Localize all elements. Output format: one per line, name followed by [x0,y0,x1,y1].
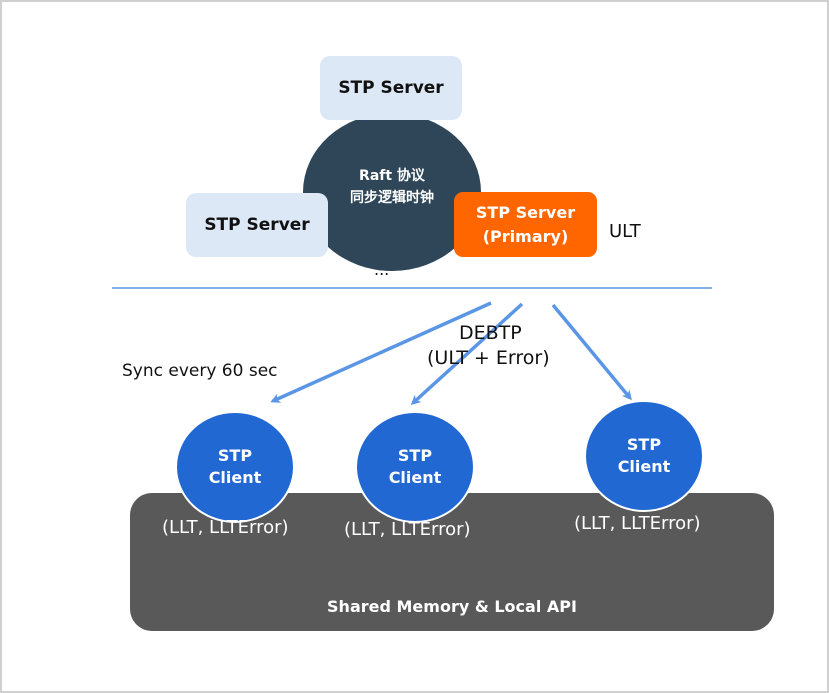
stp-client-1-line1: STP [217,446,253,465]
more-servers-ellipsis: ... [374,260,390,279]
stp-server-primary-label: STP Server [475,202,576,222]
stp-client-3-line1: STP [626,435,662,454]
logical-clock-sync-label: 同步逻辑时钟 [350,190,434,206]
stp-client-1-line2: Client [208,468,262,487]
stp-server-left-label: STP Server [204,215,310,235]
stp-client-3-line2: Client [617,457,671,476]
debtp-protocol-label: DEBTP [459,322,522,344]
stp-server-primary-role: (Primary) [482,226,569,246]
debtp-payload-label: (ULT + Error) [427,347,550,369]
stp-server-left: STP Server [186,193,328,257]
raft-consensus-circle: Raft 协议 同步逻辑时钟 [303,113,481,271]
stp-client-2-line1: STP [397,446,433,465]
arrow-to-client-1 [270,301,492,403]
stp-client-3: STP Client [584,400,704,512]
arrow-to-client-2 [410,302,524,406]
stp-client-2-value: (LLT, LLTError) [344,519,471,540]
raft-protocol-label: Raft 协议 [359,168,425,184]
ult-label: ULT [609,221,641,242]
stp-client-2: STP Client [355,411,475,523]
stp-client-1: STP Client [175,411,295,523]
stp-server-primary: STP Server (Primary) [454,192,597,257]
stp-client-3-value: (LLT, LLTError) [574,513,701,534]
shared-memory-label: Shared Memory & Local API [327,597,577,616]
stp-client-2-line2: Client [388,468,442,487]
arrow-to-client-3 [551,303,632,401]
stp-server-top-label: STP Server [338,78,444,98]
sync-interval-label: Sync every 60 sec [122,361,278,381]
stp-client-1-value: (LLT, LLTError) [162,517,289,538]
stp-server-top: STP Server [320,56,462,120]
